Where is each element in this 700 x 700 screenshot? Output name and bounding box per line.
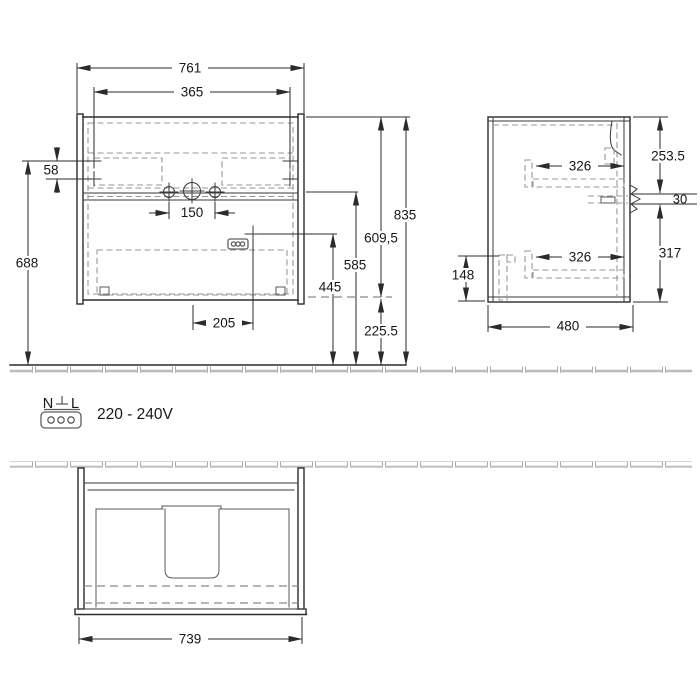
dim-upper-rail-depth: 326 <box>562 159 598 174</box>
socket-outlet-icon <box>227 238 249 250</box>
basin-outline <box>95 505 290 608</box>
back-rail-lines <box>83 482 299 491</box>
front-edge-outer <box>74 608 308 616</box>
siphon-clip <box>600 196 616 204</box>
dim-socket-height: 445 <box>312 280 348 295</box>
dim-lower-section-height: 317 <box>652 246 688 261</box>
right-fixing-zone <box>221 157 291 186</box>
dim-tap-hole-spacing: 150 <box>174 205 210 220</box>
left-foot-mark <box>99 286 110 296</box>
cross-icon <box>282 171 298 187</box>
plan-left-side-panel <box>77 467 85 610</box>
basin-bowl <box>164 508 220 579</box>
floor-wall-hatching <box>9 364 692 468</box>
dim-plan-overall-width: 739 <box>172 632 208 647</box>
dim-text: 205 <box>213 316 236 331</box>
dim-text: 609,5 <box>364 231 398 246</box>
dim-fixing-holes-width: 365 <box>174 85 210 100</box>
plan-right-side-panel <box>297 467 305 610</box>
dim-bracket-height: 148 <box>445 268 481 283</box>
dim-tap-hole-height: 585 <box>337 258 373 273</box>
upper-rail-bracket <box>524 159 533 188</box>
wall-tile-hatch <box>10 461 692 468</box>
dim-text: 225.5 <box>364 324 398 339</box>
dim-bottom-edge-height: 225.5 <box>360 324 402 339</box>
right-foot-mark <box>275 286 286 296</box>
earth-ground-icon <box>56 396 68 405</box>
dim-lower-rail-depth: 326 <box>562 250 598 265</box>
dim-text: 688 <box>16 256 39 271</box>
lower-rail-bracket <box>524 250 533 279</box>
dim-text: 326 <box>569 250 592 265</box>
front-bracket <box>498 254 508 301</box>
left-side-panel <box>76 113 84 305</box>
dim-overall-depth: 480 <box>550 319 586 334</box>
side-view-dimensions: 326 253.5 30 326 317 148 480 <box>445 116 697 334</box>
drain-hole-crosshair <box>179 178 205 204</box>
plan-dashed-lines <box>84 585 298 604</box>
dim-top-edge-height: 835 <box>387 208 423 223</box>
dim-text: 365 <box>181 85 204 100</box>
line-label: L <box>71 396 79 412</box>
front-view-dimensions: 761 365 58 688 150 205 445 585 <box>9 61 423 366</box>
voltage-range-label: 220 - 240V <box>97 406 173 423</box>
dim-text: 480 <box>557 319 580 334</box>
dim-text: 30 <box>673 192 687 207</box>
dim-text: 835 <box>394 208 417 223</box>
dim-text: 585 <box>344 258 367 273</box>
dim-upper-section-height: 253.5 <box>647 149 690 164</box>
side-view <box>487 116 642 303</box>
wall-hanger-bracket <box>609 120 622 156</box>
dim-overall-width: 761 <box>172 61 208 76</box>
dim-text: 761 <box>179 61 202 76</box>
dim-text: 148 <box>452 268 475 283</box>
electrical-legend: N L 220 - 240V <box>40 396 173 429</box>
lower-drawer-rail <box>532 269 625 279</box>
left-fixing-zone <box>93 157 163 186</box>
dim-text: 445 <box>319 280 342 295</box>
dim-socket-offset-x: 205 <box>206 316 242 331</box>
cross-icon <box>282 153 298 169</box>
siphon-cutout-notch <box>629 184 642 214</box>
dim-text: 150 <box>181 205 204 220</box>
dim-text: 253.5 <box>651 149 685 164</box>
hanger-dashed-detail <box>604 147 615 165</box>
tap-holes <box>159 178 225 204</box>
dim-text: 326 <box>569 159 592 174</box>
front-view <box>76 113 305 305</box>
tap-hole-crosshair <box>159 182 179 202</box>
inner-dashed-outline <box>87 122 294 295</box>
dim-body-height: 609,5 <box>359 231 403 246</box>
front-bracket-tab <box>506 254 516 263</box>
dim-text: 317 <box>659 246 682 261</box>
neutral-label: N <box>43 396 53 412</box>
upper-drawer-rail <box>532 178 625 188</box>
dim-text: 739 <box>179 632 202 647</box>
dim-fixing-holes-offset: 58 <box>40 163 62 178</box>
dim-siphon-cutout-height: 30 <box>669 192 692 207</box>
plan-view-dimensions: 739 <box>78 617 303 647</box>
lower-drawer-dashed-outline <box>96 249 288 296</box>
right-side-panel <box>297 113 305 305</box>
power-socket-icon <box>40 411 82 429</box>
floor-tile-hatch <box>10 366 692 373</box>
plan-view <box>74 467 308 616</box>
dim-text: 58 <box>43 163 58 178</box>
side-body-outline <box>487 116 631 303</box>
side-panel-inner-lines <box>487 116 631 303</box>
dim-fixing-height: 688 <box>9 256 45 271</box>
tap-hole-crosshair <box>205 182 225 202</box>
